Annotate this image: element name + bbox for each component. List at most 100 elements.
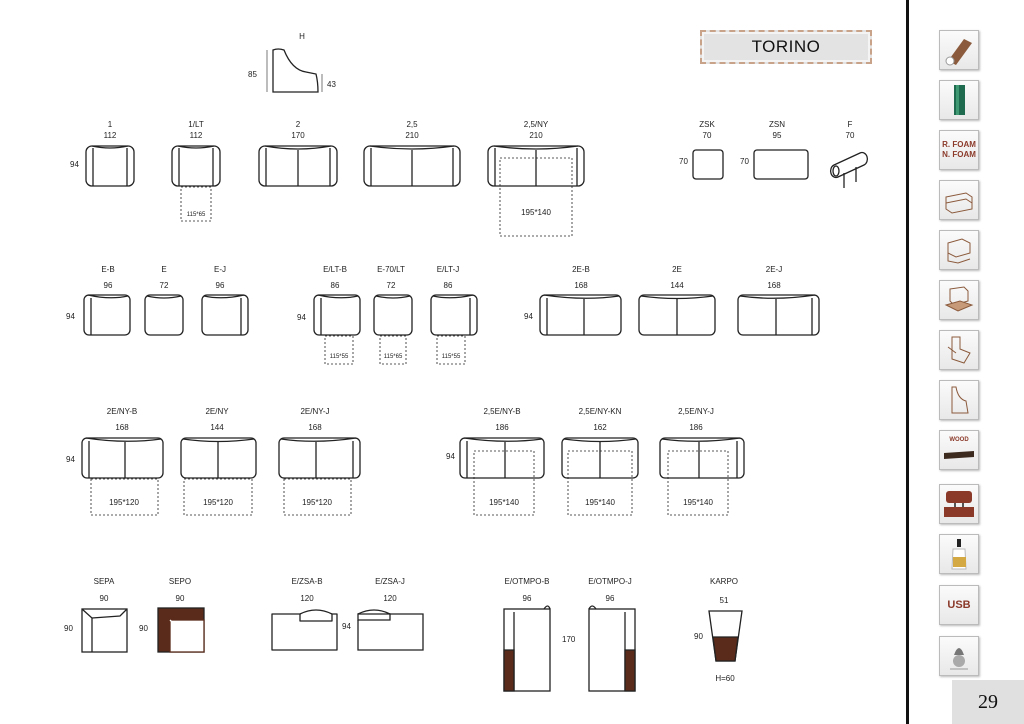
item-code: E <box>161 265 167 274</box>
item-bed: 115*55 <box>441 354 461 360</box>
module-f <box>829 151 869 188</box>
module-2e-b <box>539 294 622 336</box>
item-width: 162 <box>593 423 607 432</box>
module-zsk <box>692 149 724 180</box>
item-bed: 195*120 <box>302 498 332 507</box>
item-width: 112 <box>103 131 117 140</box>
item-width: 168 <box>115 423 129 432</box>
item-width: 96 <box>605 594 615 603</box>
item-code: SEPA <box>93 577 115 586</box>
item-code: E-70/LT <box>377 265 405 274</box>
sofa-bed-icon[interactable] <box>939 180 979 220</box>
karpo-height: H=60 <box>715 674 735 683</box>
recliner-outline-icon[interactable] <box>939 330 979 370</box>
item-code: 2E/NY <box>205 407 229 416</box>
item-code: F <box>847 120 853 129</box>
module-2-5-ny <box>487 145 585 237</box>
armrest-icon[interactable] <box>939 30 979 70</box>
item-code: 2E/NY-B <box>106 407 138 416</box>
module-e-j <box>201 294 249 336</box>
lamp-icon[interactable] <box>939 636 979 676</box>
page-number: 29 <box>978 690 998 713</box>
depth-label: 94 <box>70 160 79 169</box>
profile-seat: 43 <box>327 80 336 89</box>
profile-h-label: H <box>299 32 305 41</box>
depth-label: 94 <box>66 312 75 321</box>
depth-label: 94 <box>446 452 455 461</box>
wood-leg-icon[interactable]: WOOD <box>939 430 979 470</box>
item-width: 90 <box>175 594 185 603</box>
item-code: E/ZSA-B <box>291 577 323 586</box>
item-width: 186 <box>495 423 509 432</box>
item-width: 120 <box>300 594 314 603</box>
module-2 <box>258 145 338 187</box>
item-width: 112 <box>189 131 203 140</box>
item-code: 2,5/NY <box>523 120 549 129</box>
headrest-icon[interactable] <box>939 484 979 524</box>
item-width: 72 <box>159 281 169 290</box>
module-e-otmpo-j <box>588 605 636 692</box>
module-zsn <box>753 149 809 180</box>
module-1 <box>85 145 135 187</box>
item-code: 2,5E/NY-KN <box>578 407 622 416</box>
item-bed: 115*65 <box>383 354 403 360</box>
module-2-5e-ny-j <box>659 437 745 516</box>
fabric-roll-icon[interactable] <box>939 80 979 120</box>
bed-mechanism-icon[interactable] <box>939 230 979 270</box>
page-divider <box>906 0 909 724</box>
item-width: 96 <box>215 281 225 290</box>
profile-height: 85 <box>248 70 257 79</box>
item-width: 70 <box>845 131 855 140</box>
item-code: 2,5E/NY-J <box>678 407 714 416</box>
item-bed: 195*140 <box>585 498 615 507</box>
item-code: 2E-J <box>765 265 783 274</box>
module-e-lt-b <box>313 294 361 365</box>
item-width: 144 <box>210 423 224 432</box>
item-code: 2E <box>672 265 682 274</box>
page-number-box: 29 <box>952 680 1024 724</box>
item-bed: 195*140 <box>683 498 713 507</box>
item-width: 95 <box>772 131 782 140</box>
item-code: ZSN <box>769 120 785 129</box>
drawings-canvas <box>81 48 869 692</box>
usb-icon[interactable]: USB <box>939 585 979 625</box>
module-e-zsa-j <box>357 609 424 651</box>
item-width: 170 <box>291 131 305 140</box>
module-e-b <box>83 294 131 336</box>
module-2e-ny-b <box>81 437 164 516</box>
foam-icon[interactable]: R. FOAM N. FOAM <box>939 130 979 170</box>
depth-label: 90 <box>64 624 73 633</box>
module-e-70-lt <box>373 294 413 365</box>
depth-label: 70 <box>740 157 749 166</box>
module-2-5 <box>363 145 461 187</box>
item-width: 72 <box>386 281 396 290</box>
depth-label: 94 <box>342 622 351 631</box>
item-code: SEPO <box>168 577 192 586</box>
item-code: 2E/NY-J <box>300 407 330 416</box>
item-code: E-B <box>101 265 115 274</box>
depth-label: 94 <box>66 455 75 464</box>
bottle-icon[interactable] <box>939 534 979 574</box>
item-bed: 195*140 <box>489 498 519 507</box>
item-width: 96 <box>103 281 113 290</box>
seat-profile-icon[interactable] <box>939 380 979 420</box>
module-e-lt-j <box>430 294 478 365</box>
pullout-bed-icon[interactable] <box>939 280 979 320</box>
item-bed: 115*65 <box>186 212 206 218</box>
item-code: KARPO <box>709 577 739 586</box>
depth-label: 90 <box>694 632 703 641</box>
module-2e-ny <box>180 437 257 516</box>
module-e <box>144 294 184 336</box>
item-width: 90 <box>99 594 109 603</box>
item-code: E-J <box>214 265 226 274</box>
depth-label: 94 <box>524 312 533 321</box>
item-bed: 195*140 <box>521 208 551 217</box>
item-code: E/OTMPO-J <box>588 577 632 586</box>
depth-label: 90 <box>139 624 148 633</box>
item-bed: 195*120 <box>109 498 139 507</box>
module-2e-j <box>737 294 820 336</box>
module-sepo <box>157 607 205 653</box>
depth-label: 70 <box>679 157 688 166</box>
item-width: 96 <box>522 594 532 603</box>
module-2-5e-ny-b <box>459 437 545 516</box>
